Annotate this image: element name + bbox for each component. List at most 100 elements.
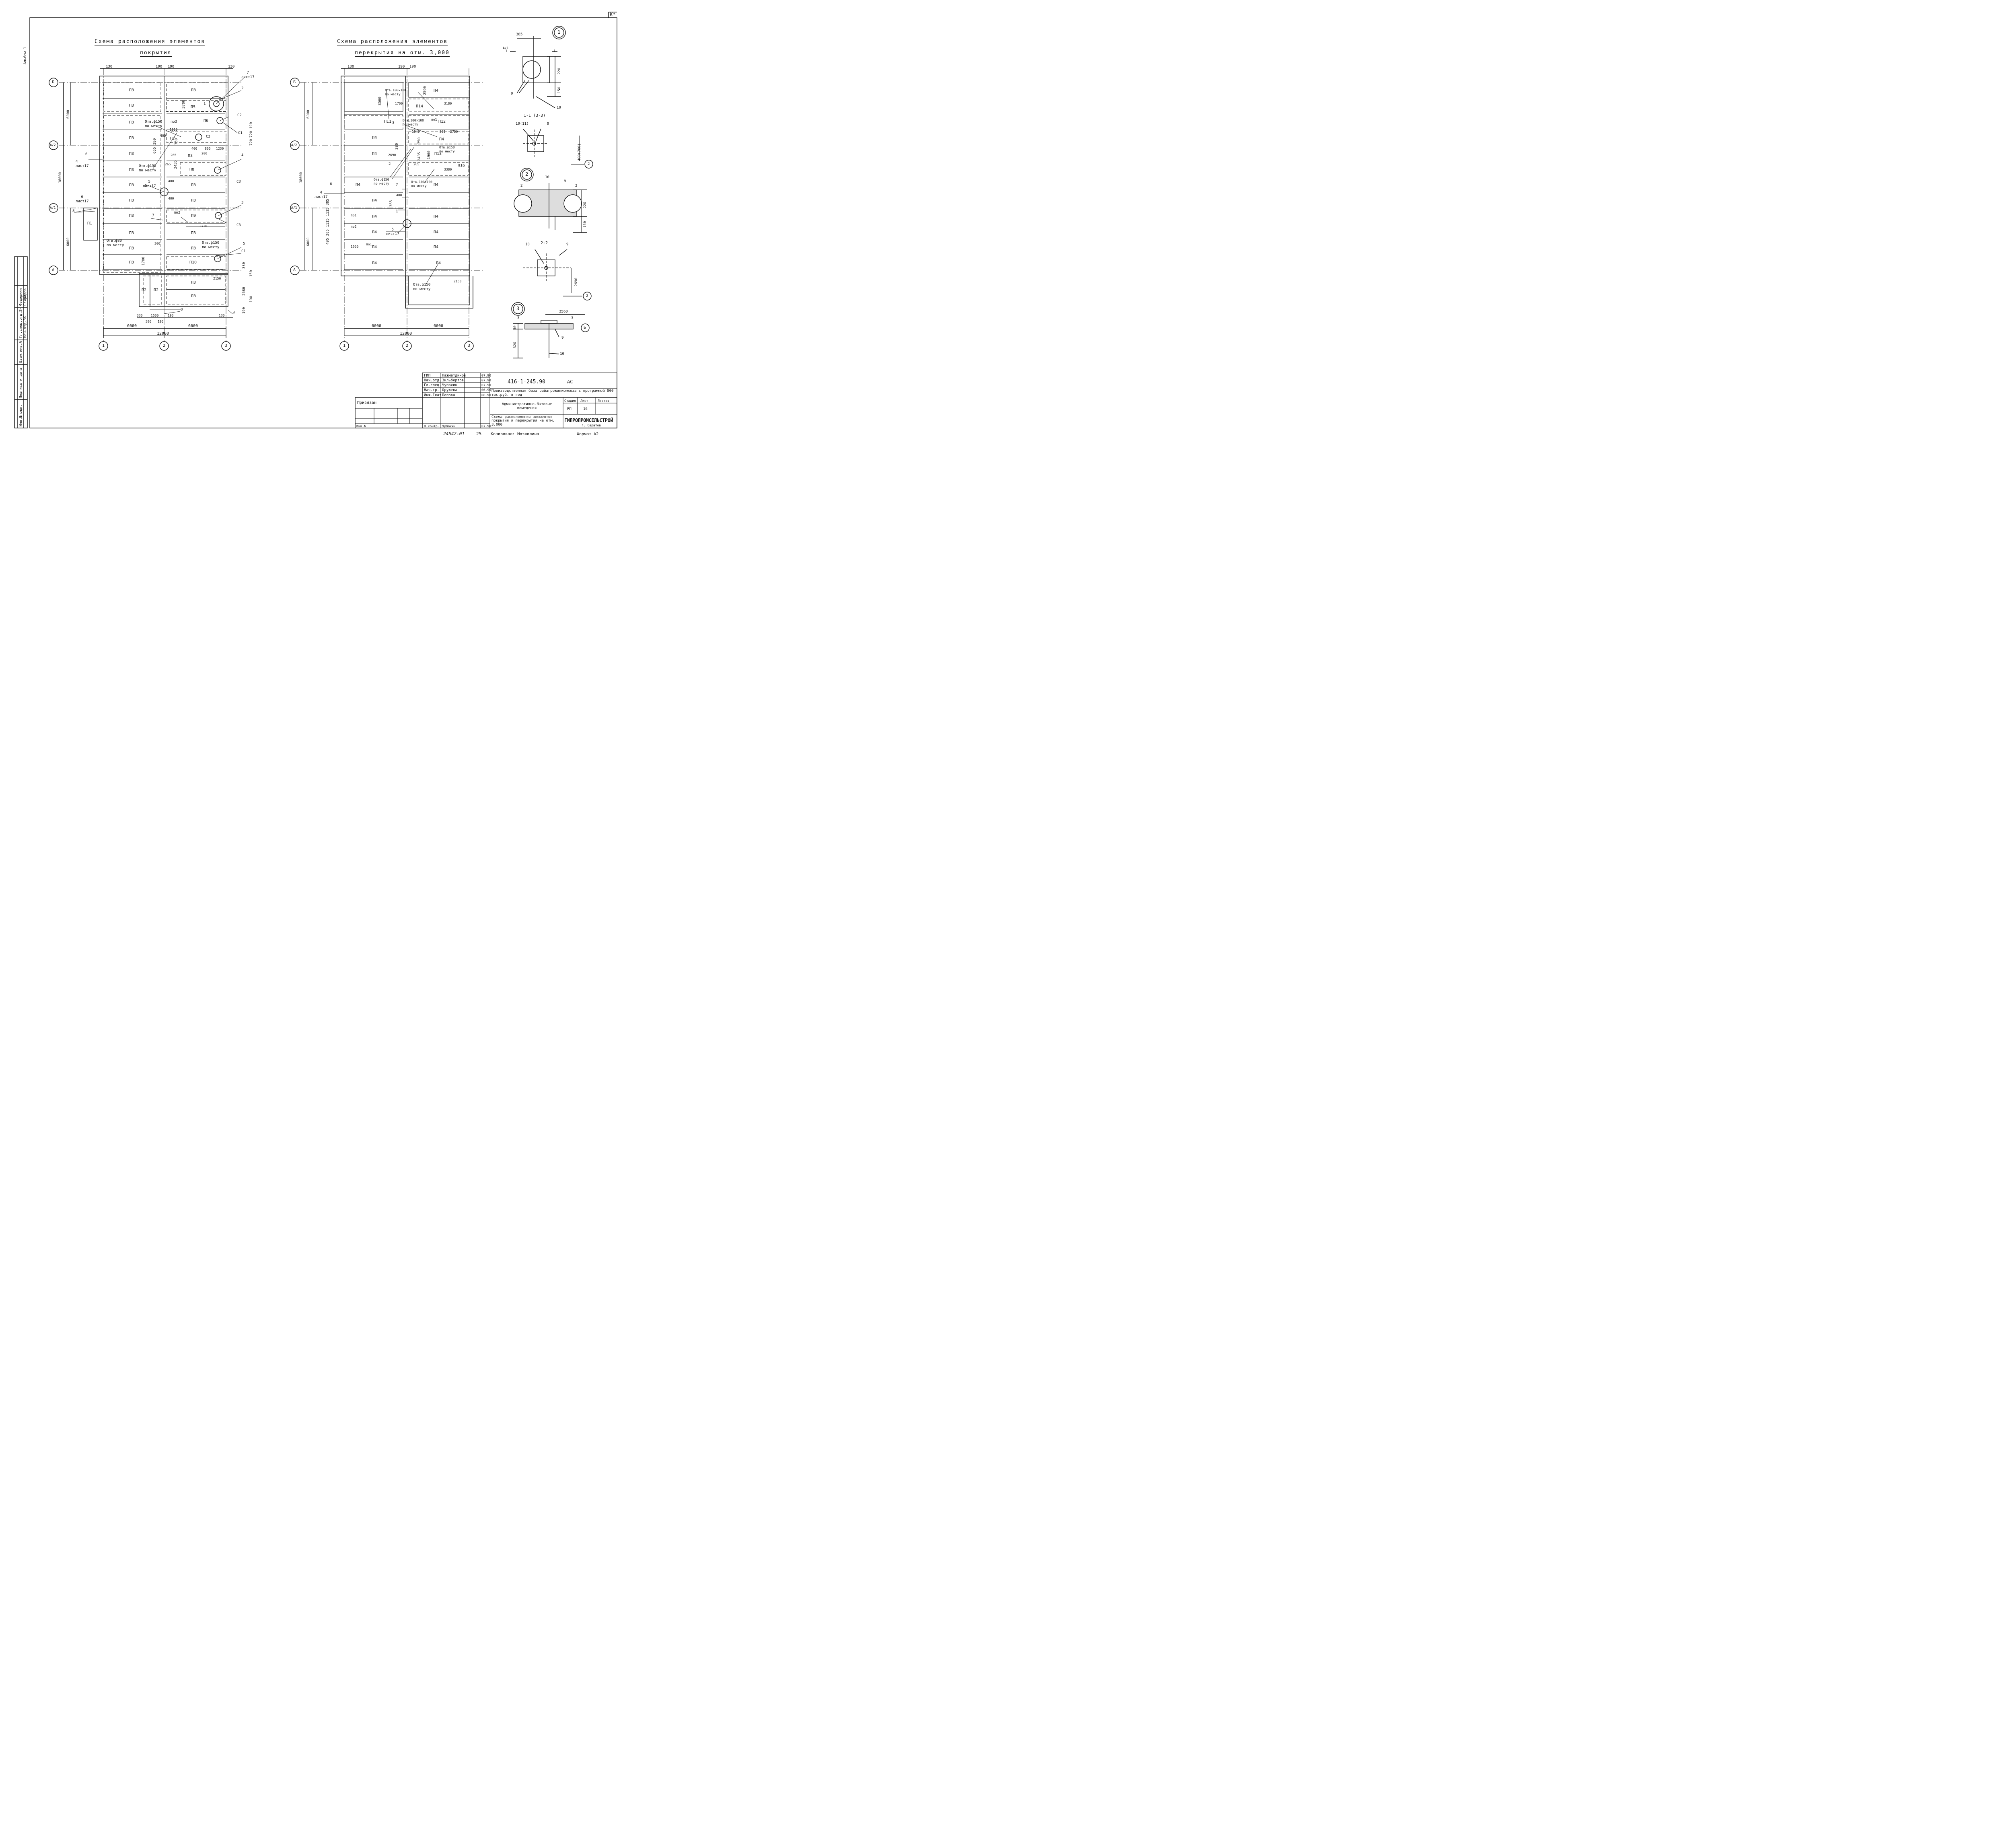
- detail-3-h1: 50: [513, 325, 517, 330]
- slab-r-5: П3: [188, 154, 193, 158]
- slab-l-8: П3: [129, 198, 134, 203]
- left-note-po2: по2: [174, 211, 181, 215]
- tb-date-1: 07.90: [481, 374, 491, 377]
- left-d-750: 750: [175, 138, 179, 145]
- tb-sheet: 16: [583, 407, 588, 411]
- left-note-otv150a: Отв.ф150 по месту: [145, 120, 162, 128]
- right-d-1960: 1960: [427, 150, 431, 159]
- tb-role-1: ГИП: [424, 374, 431, 378]
- right-d-369: 369: [440, 130, 446, 134]
- left-stamp-role-1: Гл.спец.отд.ЭН: [19, 307, 23, 338]
- rslab-l-3: П4: [372, 152, 377, 156]
- rslab-l-5: П4: [372, 198, 377, 203]
- right-d-1940: 1940: [412, 130, 420, 134]
- right-d-400: 400: [396, 193, 402, 197]
- right-d-1900: 1900: [351, 245, 359, 249]
- tb-stage-header: Стадия: [564, 399, 576, 403]
- left-d-400d: 400: [168, 197, 174, 200]
- section-22-n9: 9: [566, 243, 569, 247]
- right-axis-a: А: [293, 268, 296, 272]
- section-11-dim: 400(700): [578, 143, 582, 161]
- detail-2-h2: 150: [583, 221, 587, 228]
- left-d-400c: 400: [168, 179, 174, 183]
- slab-r-8: П3: [191, 198, 196, 203]
- slab-r-3: П6: [204, 119, 209, 123]
- right-axis-2: 2: [406, 344, 409, 348]
- left-note-c1: С1: [238, 131, 243, 135]
- tb-kopiroval: Копировал: Мозжилина: [491, 432, 539, 436]
- right-bottom-6000-b: 6000: [434, 324, 444, 328]
- left-d-800: 800: [205, 147, 211, 150]
- right-note-otv100b: Отв.100×100 по месту: [403, 119, 424, 126]
- slab-l-12: П3: [129, 260, 134, 265]
- right-top-dim-2: 190: [398, 65, 405, 69]
- left-bottom-130: 130: [219, 314, 225, 317]
- left-axis-a2: А/2: [50, 143, 56, 147]
- left-note-6b: 6: [233, 311, 236, 315]
- left-bottom-190b: 190: [168, 314, 174, 317]
- rslab-r-2: П14: [416, 104, 424, 109]
- right-note-7: 7: [396, 183, 398, 187]
- rslab-r-3: П12: [438, 119, 446, 124]
- left-note-po3: по3: [171, 120, 177, 124]
- left-stamp-col-1: Инв.№подл.: [19, 404, 23, 426]
- detail-2-cut-l: 2: [520, 184, 523, 188]
- rslab-l-2: П4: [372, 136, 377, 140]
- rslab-r-4: П4: [439, 137, 444, 142]
- right-d-265: 265: [413, 163, 419, 166]
- left-note-6: 6: [85, 152, 88, 156]
- tb-name-2: Зильбертов: [442, 379, 464, 383]
- section-22-dim: 2690: [574, 278, 578, 286]
- left-d-2150: 2150: [213, 277, 221, 280]
- right-d-3180: 3180: [444, 102, 452, 105]
- tb-bottom-code: 24542-01: [443, 431, 465, 436]
- left-top-dim-3: 190: [168, 65, 175, 69]
- left-note-8: 8: [72, 209, 75, 213]
- tb-nkontr-name: Чупахин: [442, 424, 456, 428]
- left-right-dim-380: 380: [242, 262, 246, 269]
- left-d-265a: 265: [171, 153, 177, 157]
- detail-1-h1: 220: [557, 68, 561, 74]
- tb-role-5: Инж.Iкат.: [424, 393, 444, 397]
- tb-name-5: Попова: [442, 393, 455, 397]
- slab-r-9: П9: [191, 214, 196, 218]
- right-d-2435: 2435: [417, 152, 422, 161]
- right-axis-1: 1: [343, 344, 346, 348]
- tb-format: Формат А2: [577, 432, 599, 436]
- right-note-otv150: Отв.ф150 по месту: [439, 146, 455, 153]
- right-bottom-12000: 12000: [400, 331, 412, 336]
- left-top-dim-2: 190: [156, 65, 162, 69]
- slab-l-7: П3: [129, 183, 134, 187]
- left-note-c1b: С1: [241, 249, 246, 253]
- detail-2-num: 2: [525, 171, 528, 177]
- tb-name-3: Чупахин: [442, 383, 457, 387]
- detail-1-h2: 150: [557, 86, 561, 93]
- section-22-title: 2-2: [541, 241, 548, 245]
- slab-l-11: П3: [129, 246, 134, 251]
- tb-role-2: Нач.отд.: [424, 379, 442, 383]
- left-bottom-190a: 190: [158, 320, 164, 323]
- slab-l-6: П3: [129, 168, 134, 172]
- left-note-otv150c: Отв.ф150 по месту: [202, 241, 220, 249]
- tb-code: 416-1-245.90: [508, 379, 545, 385]
- left-note-1: 1: [204, 102, 206, 106]
- left-d-1910: 1910: [170, 128, 178, 132]
- rslab-r-8: П4: [434, 214, 439, 219]
- left-stamp-role-2: Нач.отд.ВК: [23, 316, 27, 338]
- right-d-3380: 3380: [444, 168, 452, 171]
- rslab-r-10: П4: [434, 245, 439, 249]
- detail-1-n10: 10: [557, 106, 561, 110]
- left-bottom-380: 380: [146, 320, 152, 323]
- tb-mark: АС: [567, 379, 573, 385]
- slab-r-11: П3: [191, 246, 196, 251]
- right-plan-subtitle: перекрытия на отм. 3,000: [355, 50, 450, 57]
- tb-sheet-header: Лист: [580, 399, 588, 403]
- left-right-dim-2680: 2680: [242, 287, 246, 296]
- left-top-dim-4: 130: [228, 65, 235, 69]
- section-22-axis: 2: [586, 294, 588, 298]
- detail-3-dim: 3560: [559, 310, 568, 314]
- left-note-otv150b: Отв.ф150 по месту: [139, 164, 156, 173]
- right-d-385: 385: [389, 200, 393, 207]
- detail-2-cut-r: 2: [575, 184, 578, 188]
- left-bottom-6000-b: 6000: [188, 324, 198, 328]
